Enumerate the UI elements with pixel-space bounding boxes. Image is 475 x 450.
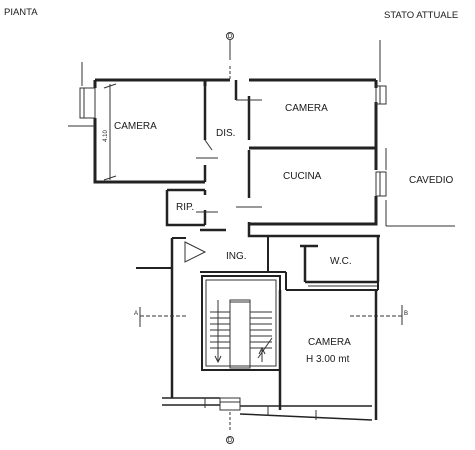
room-label-rip: RIP. [176, 202, 194, 213]
rip-walls [165, 188, 226, 232]
room-label-camera-left: CAMERA [114, 121, 157, 132]
right-window-top [375, 40, 387, 105]
section-marker-bottom: D [226, 412, 234, 444]
stairwell [201, 275, 281, 371]
dimension-label: 4.10 [103, 130, 109, 142]
bottom-room-walls [136, 236, 379, 420]
door-marks [196, 139, 218, 159]
section-label-right: B [404, 311, 408, 317]
section-label-left: A [134, 311, 138, 317]
section-label-bottom: D [228, 438, 233, 444]
corridor-walls [205, 78, 380, 238]
plan-status: STATO ATTUALE [384, 10, 458, 21]
top-right-walls [249, 78, 378, 226]
room-label-cucina: CUCINA [283, 171, 322, 182]
room-label-camera-bottom: CAMERA [308, 337, 351, 348]
section-marker-top: D [226, 32, 234, 80]
plan-title: PIANTA [4, 7, 38, 18]
bottom-facade [162, 397, 373, 421]
section-marker-left: A [134, 307, 188, 327]
section-label-top: D [228, 34, 233, 40]
section-marker-right: B [350, 305, 408, 325]
room-label-ing: ING. [226, 251, 247, 262]
room-height-label: H 3.00 mt [306, 354, 350, 365]
room-label-dis: DIS. [216, 128, 235, 139]
room-label-wc: W.C. [330, 256, 352, 267]
left-window [68, 62, 96, 127]
room-label-camera-top: CAMERA [285, 103, 328, 114]
room-label-cavedio: CAVEDIO [409, 175, 453, 186]
entrance-walls [170, 236, 287, 290]
entrance-arrow-icon [184, 241, 207, 263]
dimension-4-10: 4.10 [103, 83, 117, 181]
right-window-bottom [375, 148, 455, 227]
